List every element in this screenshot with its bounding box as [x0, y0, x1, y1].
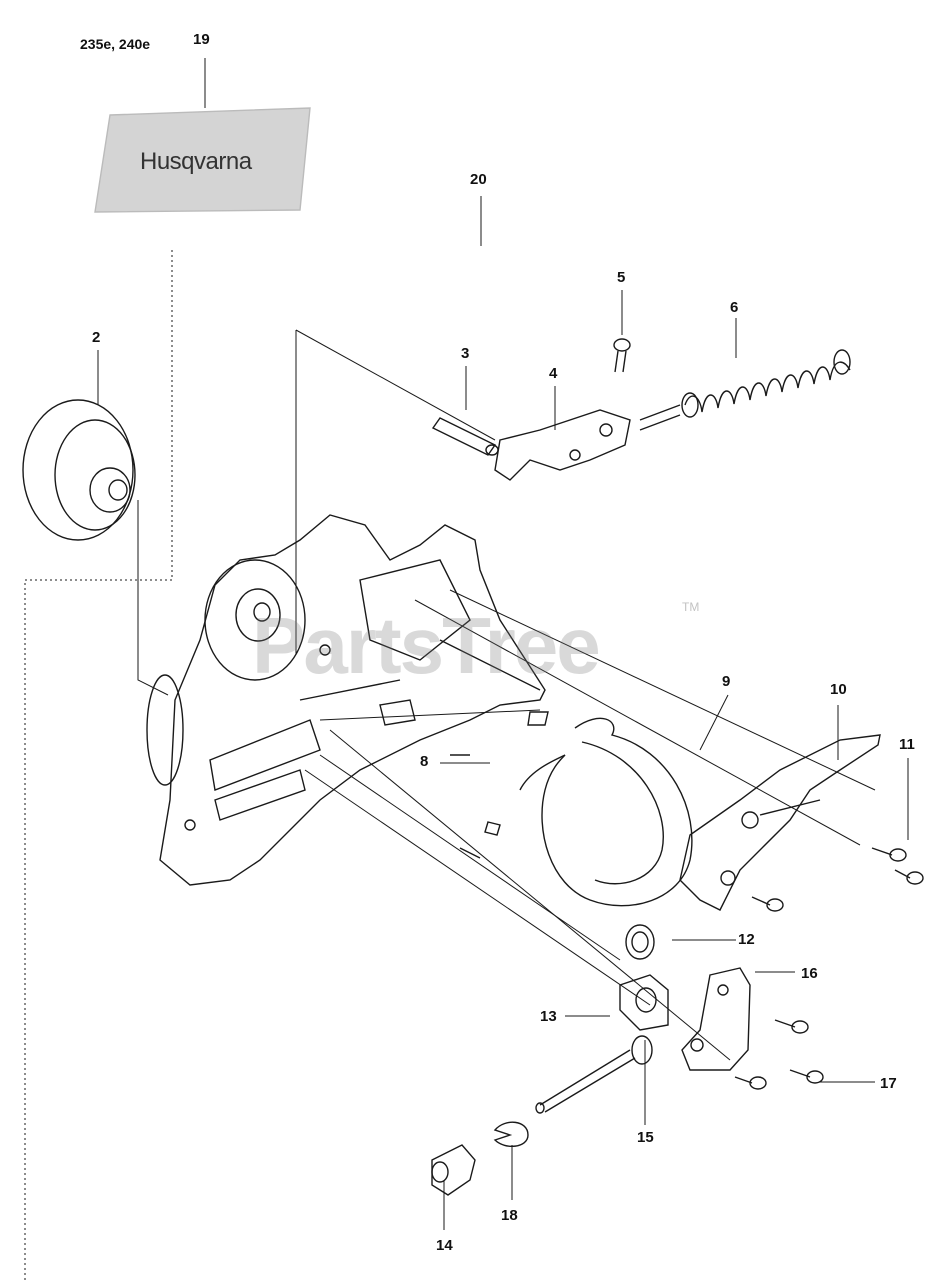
bracket-16-part — [681, 967, 751, 1071]
screw-5-part — [613, 338, 631, 373]
spring-part — [639, 349, 851, 431]
brake-band-part — [519, 717, 693, 907]
adjuster-13-part — [619, 974, 669, 1031]
watermark-tm: TM — [682, 600, 700, 614]
callout-2: 2 — [92, 329, 101, 346]
callout-11: 11 — [899, 736, 915, 753]
callout-12: 12 — [738, 931, 755, 948]
decal-part — [94, 107, 311, 213]
bracket-plate-part — [679, 734, 881, 911]
callout-15: 15 — [637, 1129, 654, 1146]
callout-20: 20 — [470, 171, 487, 188]
brake-lever-part — [494, 409, 631, 481]
screws-11-part — [751, 847, 924, 912]
callout-8: 8 — [420, 753, 429, 770]
callout-18: 18 — [501, 1207, 518, 1224]
clutch-drum-part — [22, 399, 136, 541]
callout-16: 16 — [801, 965, 818, 982]
callout-9: 9 — [722, 673, 731, 690]
callout-19: 19 — [193, 31, 210, 48]
gear-12-part — [625, 924, 655, 960]
nut-14-part — [431, 1144, 476, 1196]
clip-18-part — [493, 1121, 529, 1147]
decal-brand-text: Husqvarna — [140, 148, 252, 175]
screws-17-part — [734, 1019, 824, 1090]
callout-13: 13 — [540, 1008, 557, 1025]
model-label: 235e, 240e — [80, 36, 151, 52]
callout-17: 17 — [880, 1075, 897, 1092]
tension-screw-part — [535, 1035, 653, 1114]
main-housing-part — [146, 514, 549, 886]
leader-lines — [24, 58, 909, 1280]
callout-14: 14 — [436, 1237, 453, 1254]
callout-6: 6 — [730, 299, 739, 316]
callout-5: 5 — [617, 269, 626, 286]
callout-3: 3 — [461, 345, 470, 362]
callout-4: 4 — [549, 365, 558, 382]
callout-10: 10 — [830, 681, 847, 698]
watermark-text: PartsTree — [252, 601, 601, 690]
